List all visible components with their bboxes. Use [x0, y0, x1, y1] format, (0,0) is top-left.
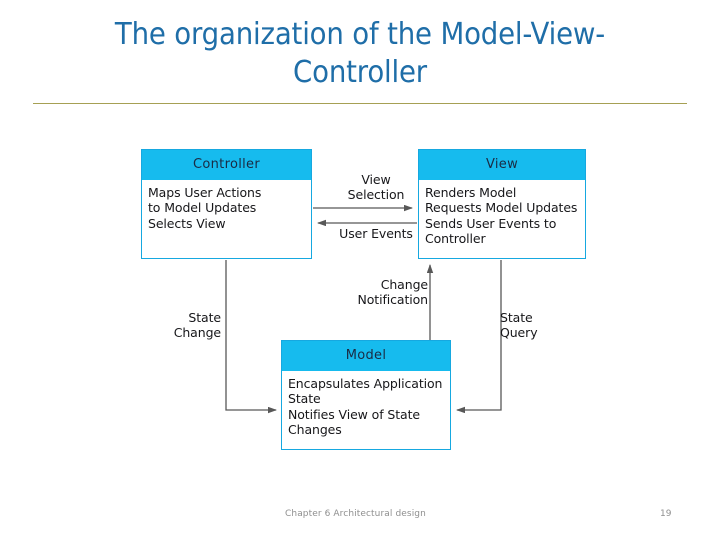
model-box[interactable]: Model Encapsulates Application State Not… — [281, 340, 451, 450]
connector-label-change-notification: Change Notification — [357, 277, 428, 308]
page-title: The organization of the Model-View-Contr… — [114, 17, 606, 91]
view-box[interactable]: View Renders Model Requests Model Update… — [418, 149, 586, 259]
model-box-header: Model — [282, 341, 450, 371]
controller-box[interactable]: Controller Maps User Actions to Model Up… — [141, 149, 312, 259]
view-box-body: Renders Model Requests Model Updates Sen… — [425, 185, 578, 247]
view-box-header: View — [419, 150, 585, 180]
connector-state-query — [456, 260, 502, 414]
connector-state-change — [225, 260, 277, 414]
controller-box-header: Controller — [142, 150, 311, 180]
connector-label-state-change: State Change — [173, 310, 221, 341]
title-divider — [33, 103, 687, 104]
model-box-body: Encapsulates Application State Notifies … — [288, 376, 443, 438]
footer-page-number: 19 — [660, 509, 672, 519]
footer-chapter-label: Chapter 6 Architectural design — [285, 509, 426, 519]
connector-label-view-selection: View Selection — [347, 172, 405, 203]
connector-label-state-query: State Query — [500, 310, 538, 341]
connector-label-user-events: User Events — [339, 226, 413, 241]
controller-box-body: Maps User Actions to Model Updates Selec… — [148, 185, 262, 231]
